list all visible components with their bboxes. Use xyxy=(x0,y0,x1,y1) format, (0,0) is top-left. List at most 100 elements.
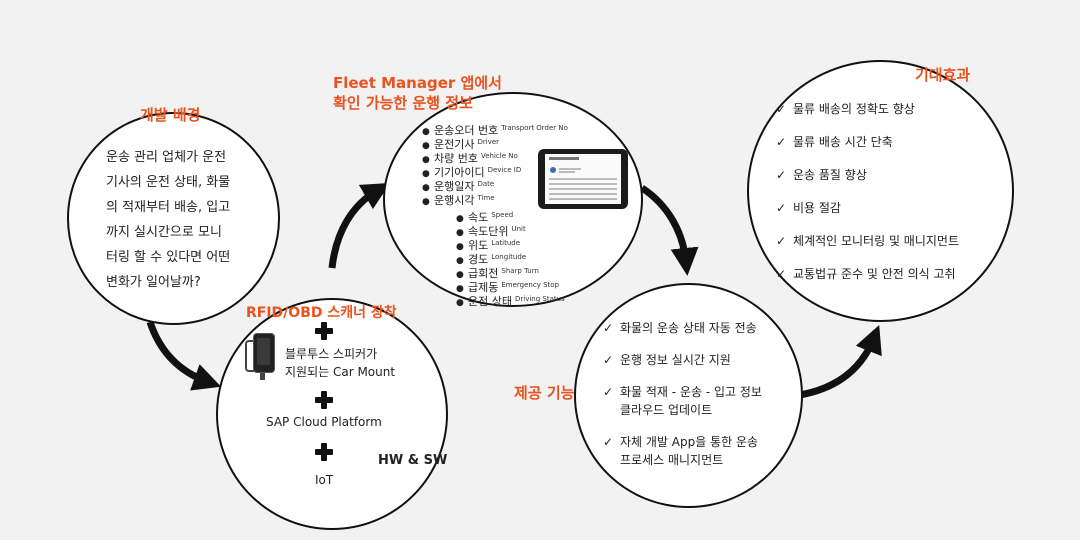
check-icon: ✓ xyxy=(603,435,614,449)
fleet-title-line: Fleet Manager 앱에서 xyxy=(333,74,502,92)
background-line: 기사의 운전 상태, 화물 xyxy=(106,175,231,190)
arrow-hwsw-to-fleet xyxy=(328,182,391,269)
features-circle xyxy=(574,283,803,508)
effect-text: 물류 배송의 정확도 향상 xyxy=(793,102,915,116)
car-mount-line: 지원되는 Car Mount xyxy=(285,365,396,379)
fleet-info-ko: 차량 번호 xyxy=(434,152,478,165)
fleet-sub-ko: 급회전 xyxy=(468,267,499,280)
phone-icon xyxy=(253,333,275,373)
effect-text: 비용 절감 xyxy=(793,201,841,215)
background-text: 운송 관리 업체가 운전 기사의 운전 상태, 화물 의 적재부터 배송, 입고… xyxy=(106,145,230,295)
fleet-info-en: Date xyxy=(477,180,495,188)
effect-text: 운송 품질 향상 xyxy=(793,168,867,182)
effects-list: ✓ 물류 배송의 정확도 향상 ✓ 물류 배송 시간 단축 ✓ 운송 품질 향상 ✓ 비… xyxy=(776,100,959,298)
feature-item: ✓ 운행 정보 실시간 지원 xyxy=(603,351,762,369)
feature-line: 클라우드 업데이트 xyxy=(620,403,713,417)
arrow-fleet-to-features xyxy=(640,185,699,276)
car-mount-text: 블루투스 스피커가 지원되는 Car Mount xyxy=(285,345,395,381)
fleet-sub-ko: 위도 xyxy=(468,239,489,252)
fleet-sub-en: Latitude xyxy=(491,239,521,247)
hwsw-tag: HW & SW xyxy=(378,453,448,468)
car-mount-stem-icon xyxy=(260,372,265,380)
check-icon: ✓ xyxy=(776,201,787,215)
bullet-icon: ● xyxy=(422,169,430,179)
bullet-icon: ● xyxy=(456,242,464,252)
iot-label: IoT xyxy=(315,473,334,487)
background-circle xyxy=(67,112,280,325)
check-icon: ✓ xyxy=(603,385,614,399)
platform-label: SAP Cloud Platform xyxy=(266,415,382,429)
background-line: 의 적재부터 배송, 입고 xyxy=(106,200,231,215)
fleet-sub-en: Unit xyxy=(511,225,526,233)
feature-item: ✓ 화물 적재 - 운송 - 입고 정보 클라우드 업데이트 xyxy=(603,383,762,419)
fleet-sub-en: Longitude xyxy=(491,253,527,261)
bullet-icon: ● xyxy=(422,155,430,165)
fleet-sub-ko: 운전 상태 xyxy=(468,295,512,308)
background-line: 운송 관리 업체가 운전 xyxy=(106,150,227,165)
fleet-sub-ko: 속도단위 xyxy=(468,225,509,238)
bullet-icon: ● xyxy=(456,298,464,308)
effects-circle xyxy=(747,60,1014,322)
tablet-screenshot-icon xyxy=(538,149,628,209)
fleet-sub-en: Sharp Turn xyxy=(501,267,539,275)
plus-icon xyxy=(315,443,333,461)
fleet-info-ko: 운행시각 xyxy=(434,194,475,207)
bullet-icon: ● xyxy=(456,256,464,266)
effect-item: ✓ 교통법규 준수 및 안전 의식 고취 xyxy=(776,265,959,298)
check-icon: ✓ xyxy=(776,102,787,116)
plus-icon xyxy=(315,322,333,340)
car-mount-bracket-icon xyxy=(245,340,255,372)
background-line: 변화가 일어날까? xyxy=(106,275,201,290)
check-icon: ✓ xyxy=(776,168,787,182)
hwsw-title: RFID/OBD 스캐너 장착 xyxy=(246,305,397,321)
fleet-info-en: Device ID xyxy=(487,166,522,174)
bullet-icon: ● xyxy=(422,141,430,151)
effect-text: 교통법규 준수 및 안전 의식 고취 xyxy=(793,267,956,281)
features-list: ✓ 화물의 운송 상태 자동 전송 ✓ 운행 정보 실시간 지원 ✓ 화물 적재… xyxy=(603,319,762,469)
background-line: 까지 실시간으로 모니 xyxy=(106,225,222,240)
feature-line: 프로세스 매니지먼트 xyxy=(620,453,724,467)
background-title: 개발 배경 xyxy=(140,106,201,124)
fleet-sub-en: Emergency Stop xyxy=(501,281,559,289)
feature-line: 화물 적재 - 운송 - 입고 정보 xyxy=(620,385,762,399)
check-icon: ✓ xyxy=(603,321,614,335)
fleet-sub-ko: 급제동 xyxy=(468,281,499,294)
effects-title: 기대효과 xyxy=(915,66,971,84)
fleet-sub-en: Speed xyxy=(491,211,514,219)
effect-text: 체계적인 모니터링 및 매니지먼트 xyxy=(793,234,960,248)
feature-item: ✓ 자체 개발 App을 통한 운송 프로세스 매니지먼트 xyxy=(603,433,762,469)
bullet-icon: ● xyxy=(422,183,430,193)
arrow-features-to-effects xyxy=(799,325,882,399)
check-icon: ✓ xyxy=(776,234,787,248)
check-icon: ✓ xyxy=(776,267,787,281)
bullet-icon: ● xyxy=(456,228,464,238)
arrow-background-to-hwsw xyxy=(146,320,222,391)
effect-item: ✓ 운송 품질 향상 xyxy=(776,166,959,199)
fleet-info-en: Time xyxy=(477,194,495,202)
bullet-icon: ● xyxy=(422,127,430,137)
check-icon: ✓ xyxy=(776,135,787,149)
effect-item: ✓ 물류 배송 시간 단축 xyxy=(776,133,959,166)
plus-icon xyxy=(315,391,333,409)
fleet-sub-ko: 경도 xyxy=(468,253,489,266)
fleet-info-ko: 운송오더 번호 xyxy=(434,124,499,137)
feature-item: ✓ 화물의 운송 상태 자동 전송 xyxy=(603,319,762,337)
background-line: 터링 할 수 있다면 어떤 xyxy=(106,250,231,265)
check-icon: ✓ xyxy=(603,353,614,367)
fleet-info-en: Vehicle No xyxy=(480,152,518,160)
bullet-icon: ● xyxy=(422,197,430,207)
effect-text: 물류 배송 시간 단축 xyxy=(793,135,893,149)
fleet-title-line: 확인 가능한 운행 정보 xyxy=(333,94,473,112)
features-title: 제공 기능 xyxy=(514,384,575,402)
